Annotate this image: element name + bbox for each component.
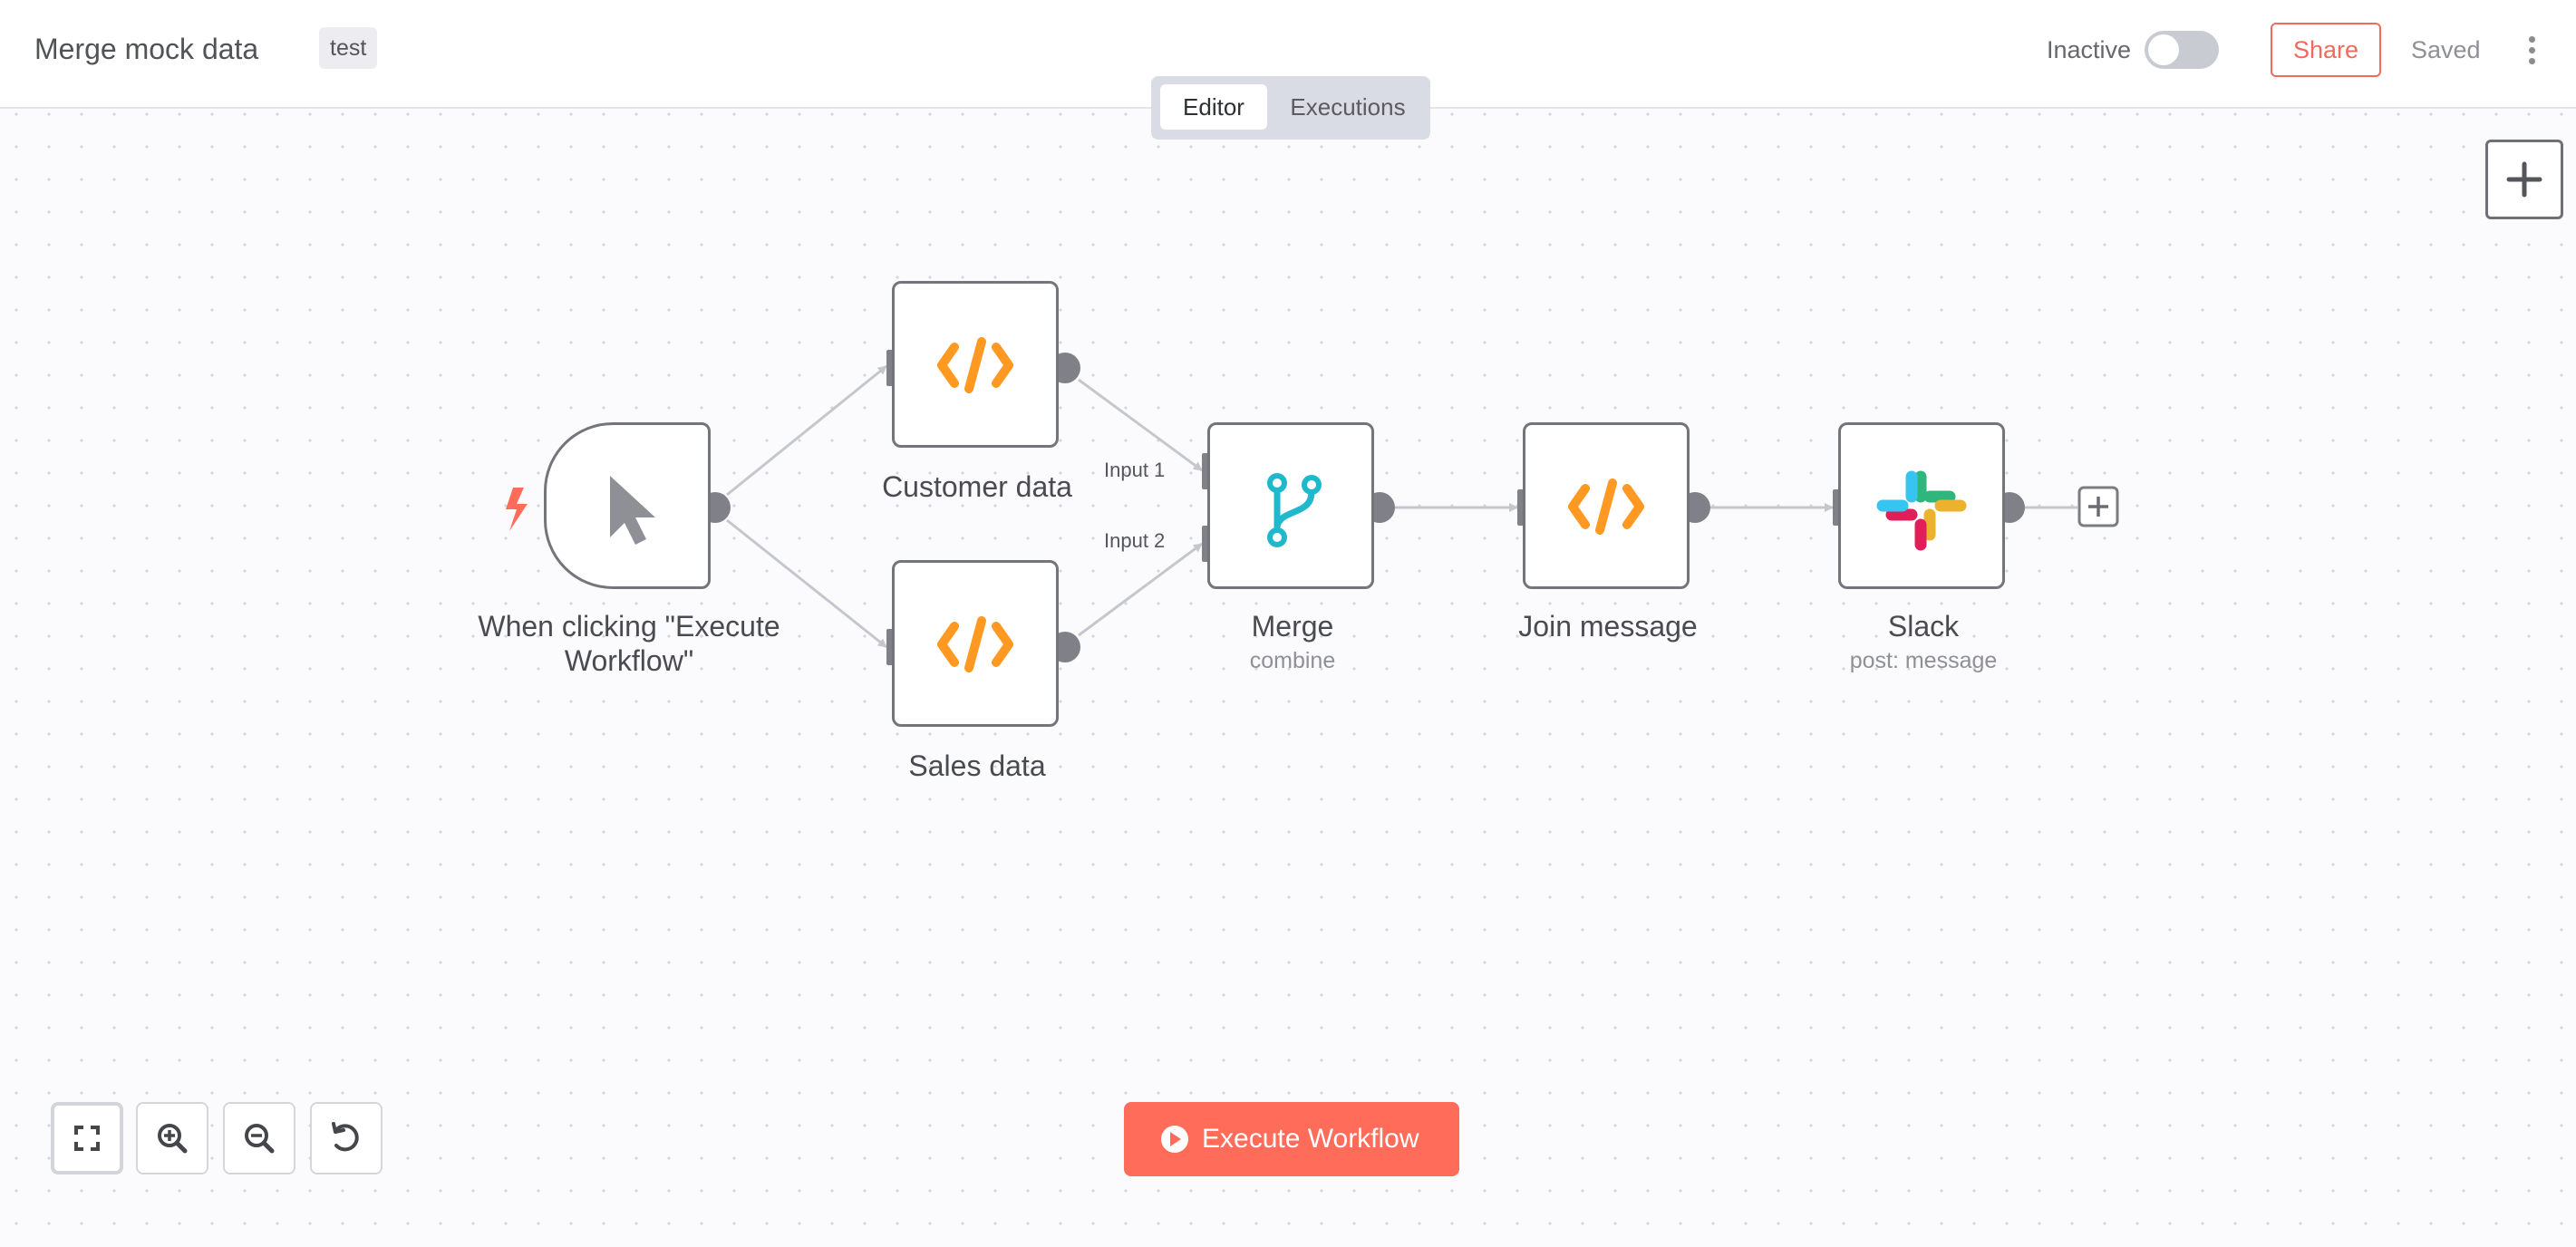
slack-icon: [1876, 470, 1967, 551]
code-icon: [937, 337, 1013, 393]
node-customer-data-label: Customer data: [882, 470, 1072, 503]
merge-input-2-label: Input 2: [1104, 529, 1166, 552]
execute-workflow-label: Execute Workflow: [1202, 1124, 1419, 1154]
merge-input-1-label: Input 1: [1104, 459, 1166, 481]
reset-zoom-button[interactable]: [310, 1102, 383, 1174]
node-customer-data[interactable]: [892, 281, 1059, 448]
connection-trigger-customer[interactable]: [726, 364, 887, 497]
pointer-icon: [610, 476, 655, 545]
tab-executions[interactable]: Executions: [1290, 93, 1406, 121]
merge-icon: [1267, 473, 1322, 547]
zoom-in-button[interactable]: [136, 1102, 208, 1174]
connection-trigger-sales[interactable]: [726, 518, 887, 649]
zoom-out-icon: [245, 1124, 275, 1154]
fullscreen-icon: [74, 1126, 100, 1151]
connection-customer-merge[interactable]: [1078, 378, 1203, 472]
node-slack[interactable]: [1838, 422, 2005, 589]
fit-view-button[interactable]: [51, 1102, 123, 1174]
share-button[interactable]: Share: [2271, 23, 2381, 77]
trigger-bolt-icon: [506, 488, 528, 531]
node-sales-data-label: Sales data: [908, 749, 1046, 782]
add-next-node-button[interactable]: [2077, 486, 2119, 527]
workflow-name[interactable]: Merge mock data: [34, 33, 259, 65]
tab-editor[interactable]: Editor: [1160, 84, 1267, 130]
node-merge[interactable]: [1207, 422, 1374, 589]
add-node-button[interactable]: [2485, 140, 2563, 219]
workflow-tag[interactable]: test: [319, 27, 378, 69]
saved-status: Saved: [2411, 36, 2481, 63]
execute-workflow-button[interactable]: Execute Workflow: [1124, 1102, 1459, 1176]
node-merge-subtitle: combine: [1249, 648, 1336, 673]
node-merge-label: Merge: [1251, 610, 1334, 643]
zoom-out-button[interactable]: [223, 1102, 295, 1174]
toggle-knob: [2148, 34, 2179, 65]
active-toggle[interactable]: [2145, 31, 2219, 69]
node-trigger-label: When clicking "Execute Workflow": [478, 610, 780, 677]
more-options-icon[interactable]: [2518, 33, 2545, 69]
zoom-in-icon: [158, 1124, 188, 1154]
play-circle-icon: [1161, 1126, 1188, 1153]
plus-icon: [2506, 161, 2542, 198]
node-join-message-label: Join message: [1518, 610, 1698, 643]
undo-icon: [332, 1122, 359, 1152]
mode-switch: Editor Executions: [1151, 76, 1430, 140]
code-icon: [1568, 478, 1644, 535]
connection-sales-merge[interactable]: [1078, 542, 1203, 637]
node-join-message[interactable]: [1523, 422, 1690, 589]
node-trigger[interactable]: [544, 422, 711, 589]
node-slack-subtitle: post: message: [1849, 648, 1998, 673]
active-status-label: Inactive: [2047, 36, 2132, 63]
node-slack-label: Slack: [1887, 610, 1960, 643]
node-sales-data[interactable]: [892, 560, 1059, 727]
code-icon: [937, 616, 1013, 672]
